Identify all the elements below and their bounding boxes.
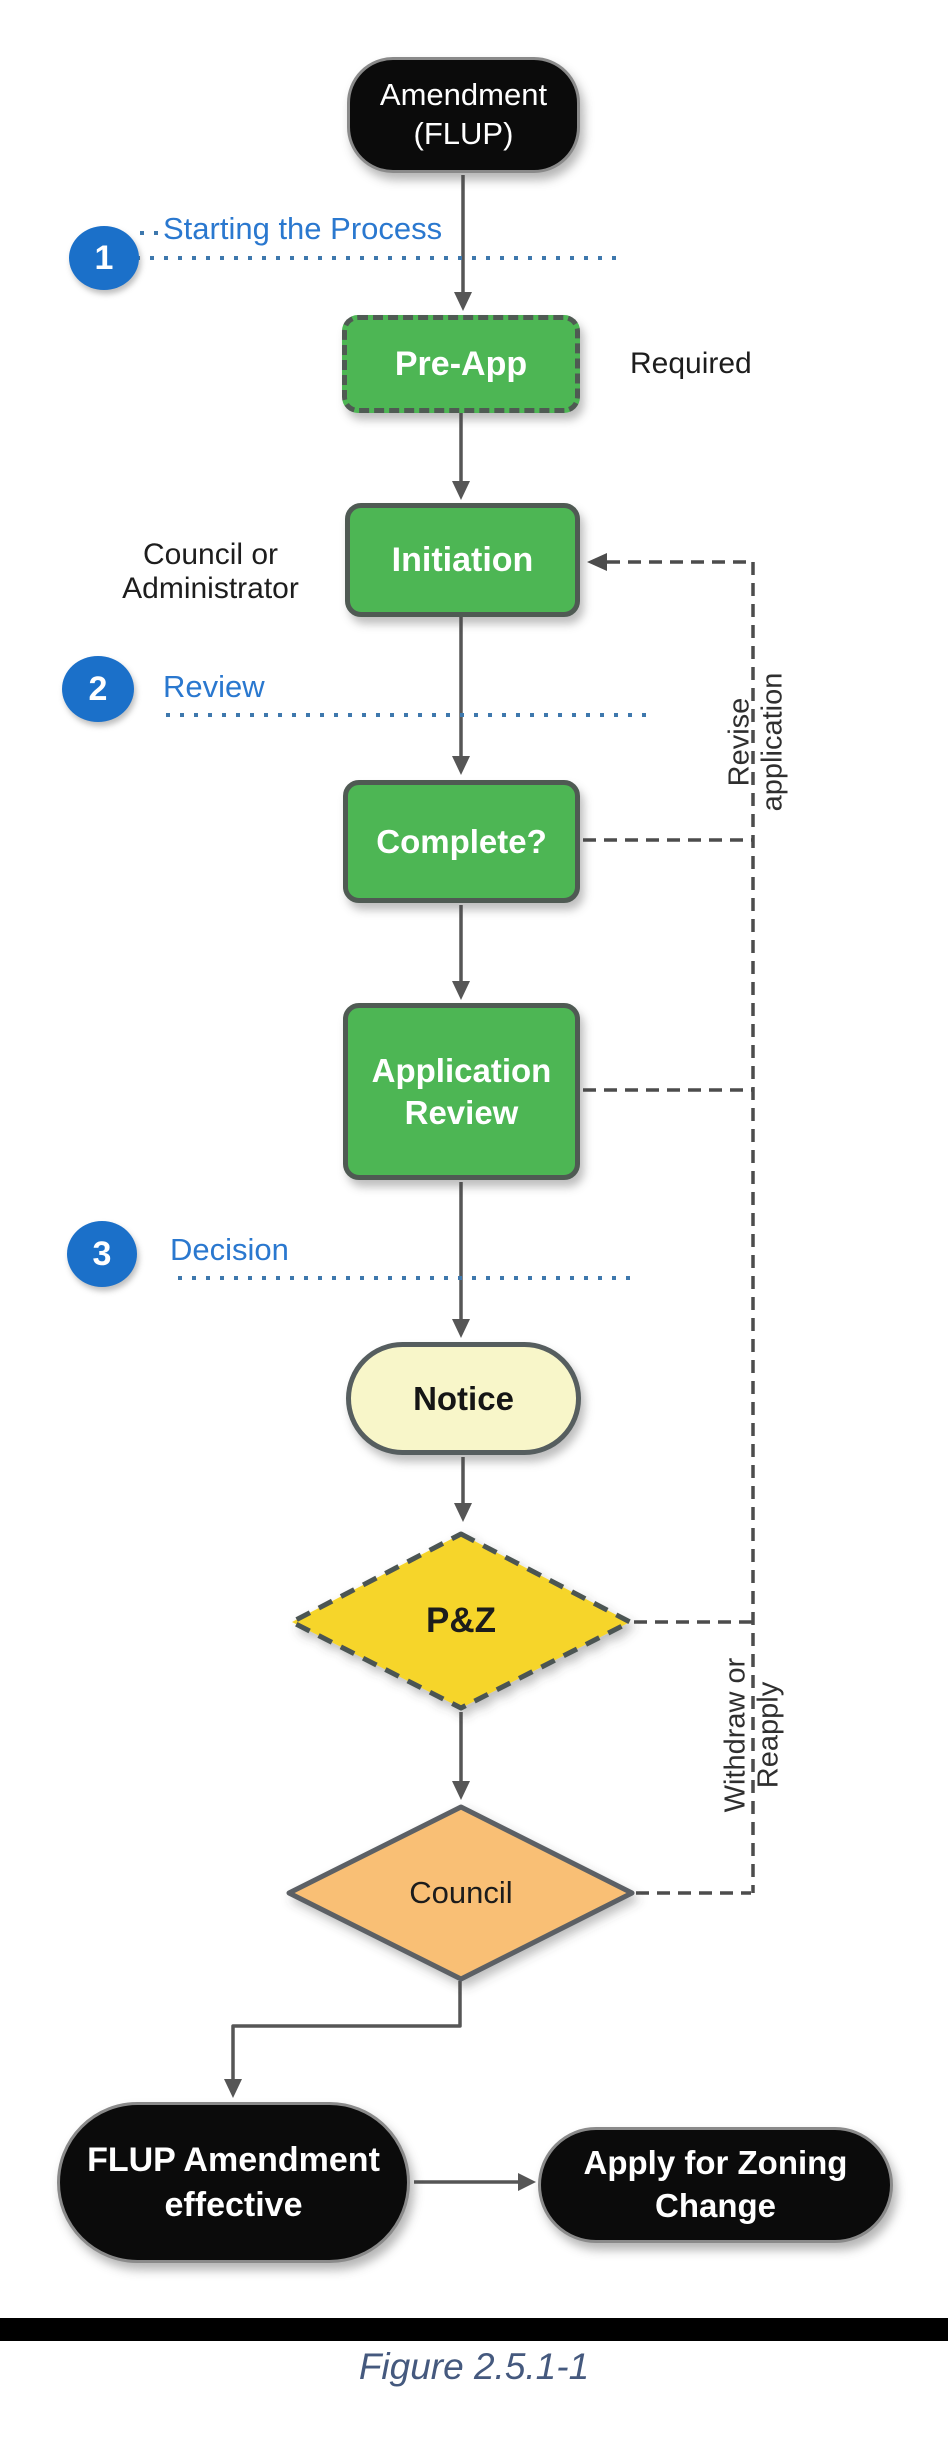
pz-diamond-label: P&Z [426, 1601, 496, 1640]
node-amendment-flup: Amendment (FLUP) [347, 57, 580, 173]
section-2-label: Review [163, 669, 265, 704]
council-or-administrator-annotation: Council or Administrator [122, 538, 299, 605]
feedback-dashed-lines [583, 560, 755, 1895]
node-apply-for-zoning-change: Apply for Zoning Change [538, 2127, 893, 2243]
node-pre-app: Pre-App [342, 315, 580, 413]
section-3-badge: 3 [67, 1221, 137, 1287]
section-3-label: Decision [170, 1232, 289, 1267]
section-2-badge: 2 [62, 656, 134, 722]
node-application-review: Application Review [343, 1003, 580, 1180]
withdraw-reapply-annotation: Withdraw or Reapply [719, 1657, 785, 1813]
council-diamond [286, 1804, 635, 1982]
revise-application-annotation: Revise application [723, 672, 789, 812]
node-complete: Complete? [343, 780, 580, 903]
solid-flow-lines [231, 175, 520, 2184]
section-1-badge: 1 [69, 226, 139, 290]
arrowheads [224, 292, 536, 2191]
required-annotation: Required [630, 347, 752, 380]
feedback-arrowhead [587, 553, 607, 571]
section-1-label: Starting the Process [163, 211, 443, 246]
section-dotted-lines [136, 231, 648, 1280]
council-diamond-label: Council [409, 1875, 513, 1910]
node-notice: Notice [346, 1342, 581, 1455]
bottom-divider-bar [0, 2318, 948, 2341]
figure-caption: Figure 2.5.1-1 [358, 2346, 590, 2387]
node-initiation: Initiation [345, 503, 580, 617]
node-flup-amendment-effective: FLUP Amendment effective [57, 2102, 410, 2263]
pz-diamond [289, 1531, 633, 1711]
